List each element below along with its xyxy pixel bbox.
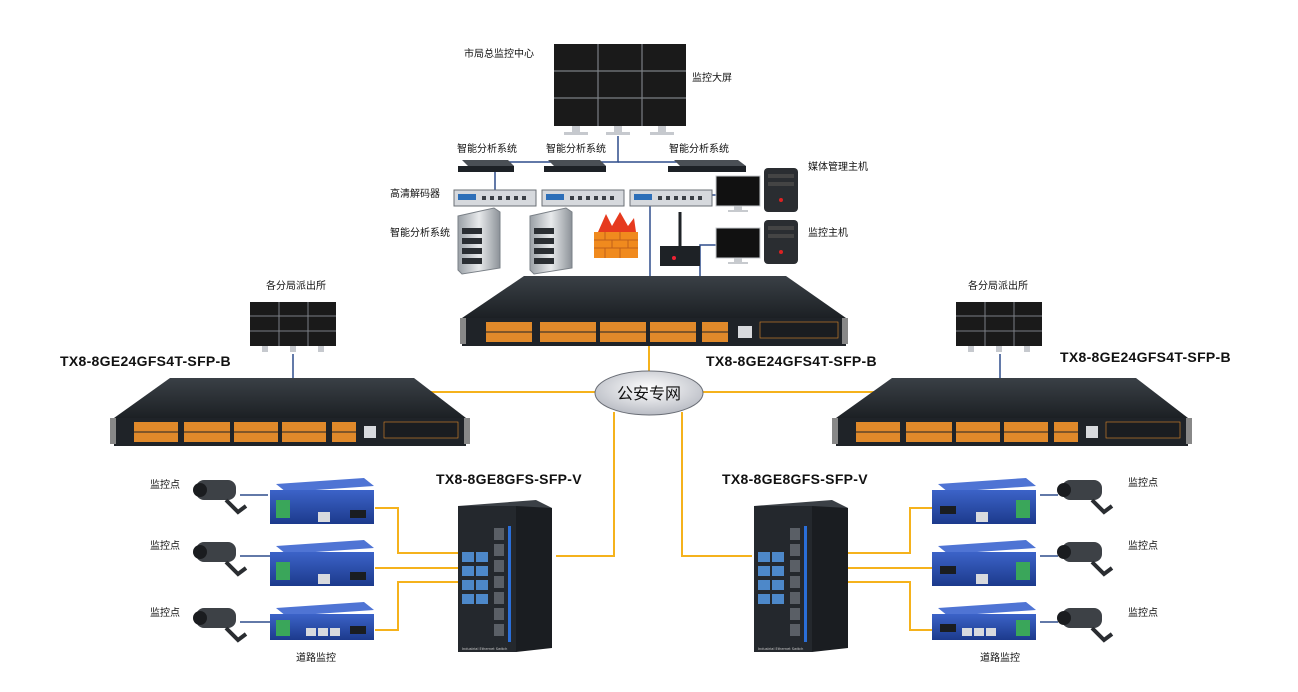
media-monitor xyxy=(715,175,761,212)
right-cameras xyxy=(1057,480,1114,643)
firewall-icon xyxy=(594,212,638,258)
camera-icon xyxy=(193,608,248,643)
left-branch-label: 各分局派出所 xyxy=(266,279,326,292)
left-branch-wall xyxy=(250,302,336,352)
hub-label: 公安专网 xyxy=(617,384,681,403)
media-converter xyxy=(270,540,374,586)
center-title: 市局总监控中心 xyxy=(464,47,534,60)
left-converters xyxy=(270,478,374,640)
analysis-label-4: 智能分析系统 xyxy=(390,226,450,239)
link-hub-left-road xyxy=(556,412,615,557)
core-switch-model: TX8-8GE24GFS4T-SFP-B xyxy=(706,353,877,369)
monitor-screen xyxy=(715,227,761,264)
media-host xyxy=(764,168,798,212)
right-point-1: 监控点 xyxy=(1128,476,1158,489)
router-icon xyxy=(660,212,700,266)
left-branch-model: TX8-8GE24GFS4T-SFP-B xyxy=(60,353,231,369)
analysis-box-1 xyxy=(458,160,514,172)
left-road-switch xyxy=(458,500,552,652)
left-point-2: 监控点 xyxy=(150,539,180,552)
monitor-host xyxy=(764,220,798,264)
link-hub-right-road xyxy=(681,412,752,557)
media-converter xyxy=(932,540,1036,586)
decoder-2 xyxy=(541,189,625,207)
analysis-label-3: 智能分析系统 xyxy=(669,142,729,155)
left-cameras xyxy=(193,480,248,643)
right-road-model: TX8-8GE8GFS-SFP-V xyxy=(722,471,868,487)
left-branch-switch xyxy=(110,378,470,446)
fiber-links xyxy=(375,346,932,631)
analysis-box-2 xyxy=(544,160,606,172)
right-branch-switch xyxy=(832,378,1192,446)
storage-tower-2 xyxy=(529,207,573,275)
media-converter xyxy=(270,478,374,524)
left-point-3: 监控点 xyxy=(150,606,180,619)
media-host-label: 媒体管理主机 xyxy=(808,160,868,173)
video-wall xyxy=(554,44,686,135)
right-converters xyxy=(932,478,1036,640)
camera-icon xyxy=(1057,480,1114,515)
right-point-2: 监控点 xyxy=(1128,539,1158,552)
media-converter xyxy=(270,602,374,640)
right-branch-model: TX8-8GE24GFS4T-SFP-B xyxy=(1060,349,1231,365)
video-wall-label: 监控大屏 xyxy=(692,71,732,84)
camera-icon xyxy=(193,542,248,577)
decoder-3 xyxy=(629,189,713,207)
left-point-1: 监控点 xyxy=(150,478,180,491)
decoder-1 xyxy=(453,189,537,207)
right-road-caption: Industrial Ethernet Switch xyxy=(758,647,803,651)
camera-icon xyxy=(1057,542,1114,577)
right-road-label: 道路监控 xyxy=(980,651,1020,664)
camera-icon xyxy=(193,480,248,515)
left-road-model: TX8-8GE8GFS-SFP-V xyxy=(436,471,582,487)
analysis-box-3 xyxy=(668,160,746,172)
link-right-conv-3 xyxy=(848,581,932,631)
right-branch-label: 各分局派出所 xyxy=(968,279,1028,292)
link-left-conv-3 xyxy=(375,581,458,631)
core-switch xyxy=(460,276,848,346)
left-road-caption: Industrial Ethernet Switch xyxy=(462,647,507,651)
monitor-host-label: 监控主机 xyxy=(808,226,848,239)
link-right-conv-1 xyxy=(848,507,932,554)
media-converter xyxy=(932,602,1036,640)
decoder-label: 高清解码器 xyxy=(390,187,440,200)
right-point-3: 监控点 xyxy=(1128,606,1158,619)
left-road-label: 道路监控 xyxy=(296,651,336,664)
right-road-switch xyxy=(754,500,848,652)
analysis-label-2: 智能分析系统 xyxy=(546,142,606,155)
right-branch-wall xyxy=(956,302,1042,352)
hub-cloud xyxy=(594,370,704,416)
camera-icon xyxy=(1057,608,1114,643)
analysis-label-1: 智能分析系统 xyxy=(457,142,517,155)
storage-tower-1 xyxy=(457,207,501,275)
link-left-conv-1 xyxy=(375,507,458,554)
media-converter xyxy=(932,478,1036,524)
